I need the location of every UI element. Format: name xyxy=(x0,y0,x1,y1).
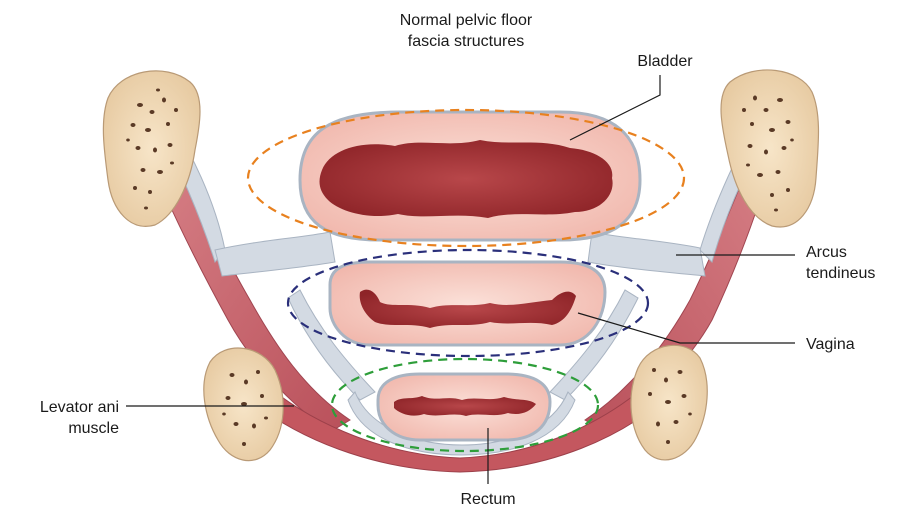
diagram-title-line1: Normal pelvic floor xyxy=(400,12,533,29)
ischial-bone-left xyxy=(204,348,283,461)
levator-label-line2: muscle xyxy=(68,420,119,437)
vagina xyxy=(330,262,605,345)
arcus-label-line2: tendineus xyxy=(806,265,875,282)
bladder xyxy=(300,112,640,240)
ischial-bone-right xyxy=(631,345,707,460)
rectum-label: Rectum xyxy=(460,491,515,508)
fascia-left-span xyxy=(215,232,335,276)
fascia-right-span xyxy=(588,232,705,276)
bladder-lumen xyxy=(320,140,613,218)
arcus-label-line1: Arcus xyxy=(806,244,847,261)
levator-label-line1: Levator ani xyxy=(40,399,119,416)
diagram-title-line2: fascia structures xyxy=(408,33,524,50)
rectum xyxy=(378,374,550,440)
bladder-label: Bladder xyxy=(637,53,693,70)
vagina-label: Vagina xyxy=(806,336,855,353)
